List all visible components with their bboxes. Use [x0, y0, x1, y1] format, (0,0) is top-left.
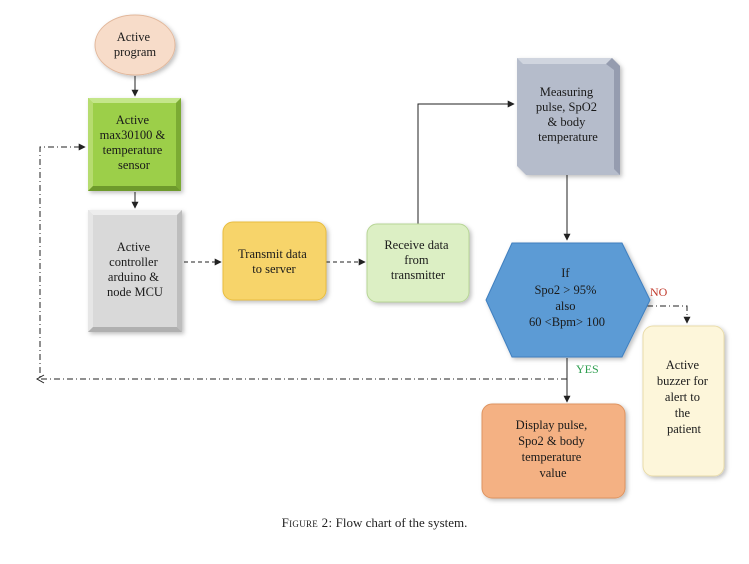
bevel-top	[88, 98, 181, 103]
node-active-sensor: Active max30100 & temperature sensor	[88, 98, 181, 191]
bevel-right	[177, 210, 182, 332]
node-shape	[642, 325, 725, 477]
node-shape	[94, 14, 176, 76]
node-buzzer: Active buzzer for alert to the patient	[642, 325, 725, 477]
node-display: Display pulse, Spo2 & body temperature v…	[481, 403, 626, 499]
node-label: Active buzzer for alert to the patient	[657, 358, 711, 436]
node-shape	[366, 223, 470, 303]
bevel-bottom	[88, 327, 182, 332]
node-label: Receive data from transmitter	[384, 238, 451, 282]
node-shape	[517, 58, 620, 175]
branch-label-yes: YES	[576, 362, 599, 376]
node-label: Display pulse, Spo2 & body temperature v…	[516, 418, 591, 480]
bevel-right	[606, 58, 620, 175]
node-active-controller: Active controller arduino & node MCU	[88, 210, 182, 332]
arrow-feedback-head-left	[35, 374, 45, 384]
node-label: Active program	[114, 30, 157, 59]
node-shape	[88, 98, 181, 191]
bevel-left	[88, 210, 93, 332]
node-active-program: Active program	[94, 14, 176, 76]
bevel-right	[176, 98, 181, 191]
bevel-left	[88, 98, 93, 191]
bevel-top	[88, 210, 182, 215]
node-shape	[481, 403, 626, 499]
bevel-top	[517, 58, 612, 64]
node-measuring: Measuring pulse, SpO2 & body temperature	[517, 58, 620, 175]
bevel-bottom	[88, 186, 181, 191]
node-transmit: Transmit data to server	[222, 221, 327, 301]
node-label: Measuring pulse, SpO2 & body temperature	[536, 85, 600, 144]
arrow-feedback-loop	[39, 143, 567, 380]
node-shape	[222, 221, 327, 301]
node-label: Transmit data to server	[238, 247, 310, 276]
node-label: If Spo2 > 95% also 60 <Bpm> 100	[529, 266, 605, 329]
node-decision: If Spo2 > 95% also 60 <Bpm> 100	[485, 242, 651, 358]
branch-label-no: NO	[650, 285, 668, 299]
figure-caption-prefix: Figure 2:	[281, 515, 333, 530]
figure-caption-text: Flow chart of the system.	[335, 515, 468, 530]
node-shape	[88, 210, 182, 332]
node-receive: Receive data from transmitter	[366, 223, 470, 303]
node-label: Active controller arduino & node MCU	[107, 240, 163, 299]
node-label: Active max30100 & temperature sensor	[100, 113, 169, 172]
figure-caption: Figure 2: Flow chart of the system.	[0, 515, 749, 531]
node-shape	[485, 242, 651, 358]
arrow-receive-to-measuring	[417, 100, 515, 226]
